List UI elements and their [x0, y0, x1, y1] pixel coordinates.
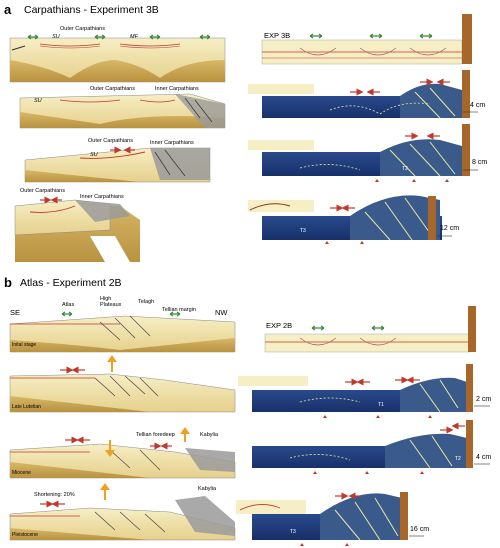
b-tellian-margin: Tellian margin: [162, 307, 196, 313]
b2-t1: T1: [378, 402, 384, 408]
a3-inner-carpathians: Inner Carpathians: [150, 140, 194, 146]
section-b4: [9, 496, 236, 541]
a4-outer-carpathians: Outer Carpathians: [20, 188, 65, 194]
b1-stage: Inital stage: [12, 342, 36, 348]
a1-mf: MF: [130, 34, 139, 40]
section-a1: [9, 37, 226, 83]
exp-b2: [238, 364, 473, 413]
b2-stage: Late Lutetian: [12, 404, 41, 410]
b3-stage: Miocene: [12, 470, 31, 476]
exp-b1: [264, 306, 476, 353]
section-b1: [9, 315, 236, 353]
section-a4: [14, 199, 140, 262]
exp-a3: [248, 124, 470, 177]
a3-outer-carpathians: Outer Carpathians: [88, 138, 133, 144]
b3-tellian-foredeep: Tellian foredeep: [136, 432, 175, 438]
exp-a1: [261, 14, 472, 65]
a1-outer-carpathians: Outer Carpathians: [60, 26, 105, 32]
a4-inner-carpathians: Inner Carpathians: [80, 194, 124, 200]
a1-su: SU: [52, 34, 60, 40]
exp-b4: [236, 492, 408, 541]
b4-shortening-label: Shortening: 20%: [34, 492, 75, 498]
a2-shortening: 4 cm: [470, 102, 485, 109]
b4-stage: Pleistocene: [12, 532, 38, 538]
b3-t2: T2: [455, 456, 461, 462]
panel-b-title: Atlas - Experiment 2B: [20, 277, 122, 289]
exp-a1-arrows: [309, 33, 433, 39]
exp-a1-label: EXP 3B: [264, 31, 290, 40]
exp-a2: [248, 70, 470, 119]
b-atlas: Atlas: [62, 302, 74, 308]
exp-b1-arrows: [311, 325, 385, 331]
b-se: SE: [10, 308, 20, 317]
a2-inner-carpathians: Inner Carpathians: [155, 86, 199, 92]
b4-t3: T3: [290, 529, 296, 535]
b3-kabylia: Kabylia: [200, 432, 219, 438]
a1-arrows: [27, 34, 211, 40]
b-telagh: Telagh: [138, 299, 154, 305]
a4-shortening: 12 cm: [440, 225, 459, 232]
section-a2: [19, 93, 226, 129]
panel-a-letter: a: [4, 2, 12, 17]
a4-t3: T3: [300, 228, 306, 234]
exp-b1-label: EXP 2B: [266, 321, 292, 330]
b-nw: NW: [215, 308, 228, 317]
a3-shortening: 8 cm: [472, 159, 487, 166]
exp-a4: [248, 195, 442, 241]
section-a3: [24, 147, 211, 183]
section-b2: [9, 373, 236, 413]
b1-arrows: [61, 311, 181, 317]
a2-outer-carpathians: Outer Carpathians: [90, 86, 135, 92]
b4-kabylia: Kabylia: [198, 486, 217, 492]
a3-su: SU: [90, 152, 98, 158]
section-b3: [9, 443, 236, 479]
a2-su: SU: [34, 98, 42, 104]
exp-markers: [300, 179, 449, 546]
b4-shortening: 16 cm: [410, 526, 429, 533]
panel-b-letter: b: [4, 275, 12, 290]
panel-a-title: Carpathians - Experiment 3B: [24, 4, 159, 16]
exp-b3: [252, 420, 473, 469]
a3-t2: T2: [402, 166, 408, 172]
b3-shortening: 4 cm: [476, 454, 491, 461]
b2-shortening: 2 cm: [476, 396, 491, 403]
